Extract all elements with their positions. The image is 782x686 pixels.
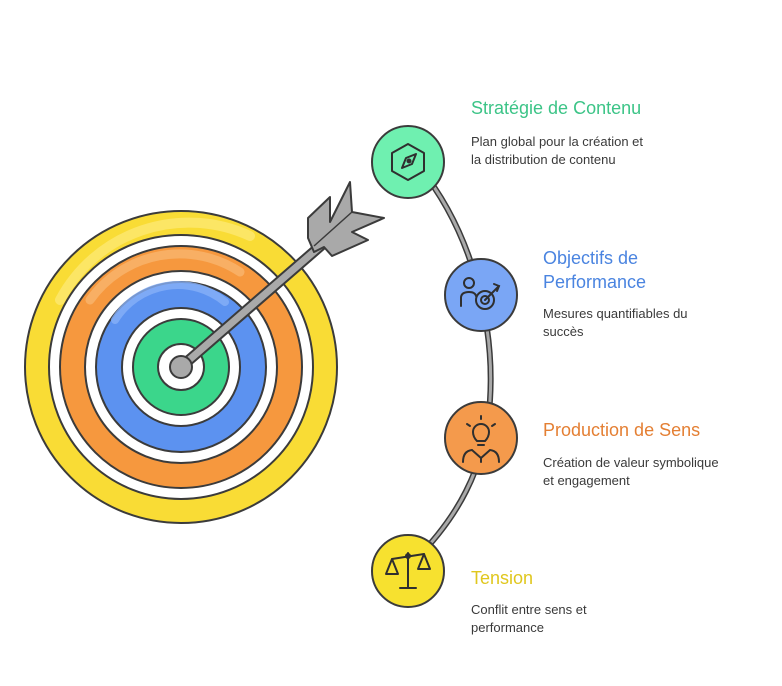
item-performance-title-line1: Objectifs de xyxy=(543,248,639,268)
item-performance-desc: Mesures quantifiables du succès xyxy=(543,305,773,341)
arrow-fletching-line xyxy=(313,211,353,247)
ring-highlight-blue xyxy=(111,281,229,324)
item-performance-node xyxy=(444,258,518,332)
compass-icon xyxy=(391,143,425,181)
item-performance-desc-line1: Mesures quantifiables du xyxy=(543,306,688,321)
connector-arc-inner xyxy=(413,166,493,562)
item-sense-node xyxy=(444,401,518,475)
arrow-fletching xyxy=(307,181,385,257)
item-tension-node xyxy=(371,534,445,608)
item-strategy-desc: Plan global pour la création et la distr… xyxy=(471,133,711,169)
connector-arc xyxy=(412,165,494,563)
arrow-shaft xyxy=(177,232,336,371)
item-sense-desc: Création de valeur symbolique et engagem… xyxy=(543,454,778,490)
arrow-tip xyxy=(169,355,193,379)
lightbulb-person-icon xyxy=(462,415,500,463)
item-tension-desc: Conflit entre sens et performance xyxy=(471,601,671,637)
item-strategy-node xyxy=(371,125,445,199)
arrow xyxy=(169,181,385,379)
ring-highlight-yellow xyxy=(55,217,255,305)
ring-highlight-orange xyxy=(85,249,245,305)
item-tension-title: Tension xyxy=(471,568,534,588)
item-sense-desc-line2: et engagement xyxy=(543,473,630,488)
item-strategy-desc-line1: Plan global pour la création et xyxy=(471,134,644,149)
item-performance-desc-line2: succès xyxy=(543,324,584,339)
item-performance-title: Objectifs de Performance xyxy=(543,246,743,294)
item-performance-title-line2: Performance xyxy=(543,272,647,292)
item-tension-desc-line1: Conflit entre sens et xyxy=(471,602,587,617)
item-strategy-desc-line2: la distribution de contenu xyxy=(471,152,616,167)
item-sense-title: Production de Sens xyxy=(543,420,701,440)
item-strategy-title: Stratégie de Contenu xyxy=(471,98,642,118)
target-person-icon xyxy=(460,277,501,310)
scales-icon xyxy=(385,552,431,589)
item-sense-desc-line1: Création de valeur symbolique xyxy=(543,455,719,470)
item-tension-desc-line2: performance xyxy=(471,620,544,635)
